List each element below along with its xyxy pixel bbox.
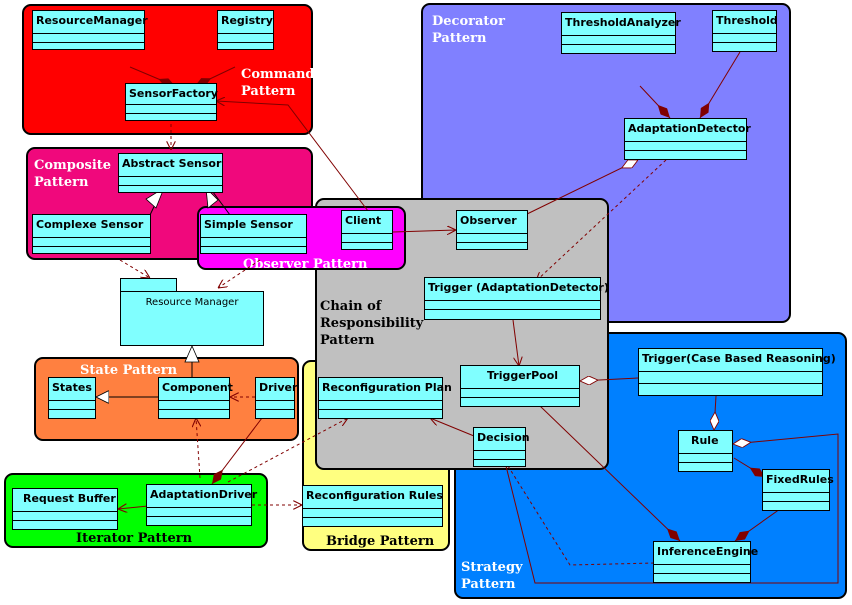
class-name: Component <box>162 381 233 394</box>
class-inferenceengine[interactable]: InferenceEngine <box>653 541 759 583</box>
package-resource-manager[interactable]: Resource Manager <box>120 291 264 346</box>
class-name: Client <box>345 214 382 227</box>
class-sensorfactory[interactable]: SensorFactory <box>125 83 218 121</box>
class-complexe-sensor[interactable]: Complexe Sensor <box>32 214 151 254</box>
class-states[interactable]: States <box>48 377 96 419</box>
decorator-pattern-label: Decorator Pattern <box>432 14 505 46</box>
class-name: Trigger(Case Based Reasoning) <box>642 352 836 365</box>
package-name: Resource Manager <box>145 297 239 308</box>
class-name: AdaptationDetector <box>628 122 751 135</box>
state-pattern-label: State Pattern <box>80 363 178 378</box>
class-rule[interactable]: Rule <box>678 430 733 472</box>
class-name: Trigger (AdaptationDetector) <box>428 281 609 294</box>
class-client[interactable]: Client <box>341 210 393 250</box>
composite-pattern-label: Composite Pattern <box>34 158 112 190</box>
chain-pattern-label: Chain of Responsibility Pattern <box>320 299 424 348</box>
class-name: Abstract Sensor <box>122 157 222 170</box>
class-name: Complexe Sensor <box>36 218 144 231</box>
class-fixedrules[interactable]: FixedRules <box>762 469 834 511</box>
package-tab <box>120 278 177 292</box>
class-name: ResourceManager <box>36 14 148 27</box>
class-name: Request Buffer <box>23 492 116 505</box>
class-name: Driver <box>259 381 298 394</box>
class-simple-sensor[interactable]: Simple Sensor <box>200 214 307 254</box>
class-name: Registry <box>221 14 273 27</box>
bridge-pattern-label: Bridge Pattern <box>326 534 435 549</box>
class-adaptationdetector[interactable]: AdaptationDetector <box>624 118 751 160</box>
class-triggerpool[interactable]: TriggerPool <box>460 365 580 407</box>
class-name: SensorFactory <box>129 87 218 100</box>
class-name: TriggerPool <box>487 369 559 382</box>
class-threshold[interactable]: Threshold <box>712 10 778 52</box>
command-pattern-label: Command Pattern <box>241 67 315 99</box>
class-registry[interactable]: Registry <box>217 10 274 50</box>
class-name: Reconfiguration Plan <box>322 381 452 394</box>
class-trigger-case-based-reasoning[interactable]: Trigger(Case Based Reasoning) <box>638 348 836 396</box>
class-name: Observer <box>460 214 517 227</box>
class-observer[interactable]: Observer <box>456 210 528 250</box>
class-reconfiguration-plan[interactable]: Reconfiguration Plan <box>318 377 452 419</box>
iterator-pattern-label: Iterator Pattern <box>76 531 193 546</box>
class-abstract-sensor[interactable]: Abstract Sensor <box>118 153 223 193</box>
class-name: States <box>52 381 92 394</box>
class-name: Decision <box>477 431 530 444</box>
class-reconfiguration-rules[interactable]: Reconfiguration Rules <box>302 485 443 527</box>
class-name: AdaptationDriver <box>150 488 258 501</box>
class-name: Simple Sensor <box>204 218 293 231</box>
class-trigger-adaptationdetector[interactable]: Trigger (AdaptationDetector) <box>424 277 609 320</box>
class-driver[interactable]: Driver <box>255 377 298 419</box>
class-decision[interactable]: Decision <box>473 427 530 467</box>
class-resourcemanager[interactable]: ResourceManager <box>32 10 148 50</box>
class-component[interactable]: Component <box>158 377 233 419</box>
class-name: Reconfiguration Rules <box>306 489 443 502</box>
class-name: InferenceEngine <box>657 545 759 558</box>
class-thresholdanalyzer[interactable]: ThresholdAnalyzer <box>561 12 681 54</box>
class-name: FixedRules <box>766 473 834 486</box>
class-adaptationdriver[interactable]: AdaptationDriver <box>146 484 258 526</box>
class-name: ThresholdAnalyzer <box>565 16 681 29</box>
class-request-buffer[interactable]: Request Buffer <box>12 488 118 530</box>
class-name: Threshold <box>716 14 778 27</box>
strategy-pattern-label: Strategy Pattern <box>461 560 523 592</box>
class-name: Rule <box>691 434 719 447</box>
